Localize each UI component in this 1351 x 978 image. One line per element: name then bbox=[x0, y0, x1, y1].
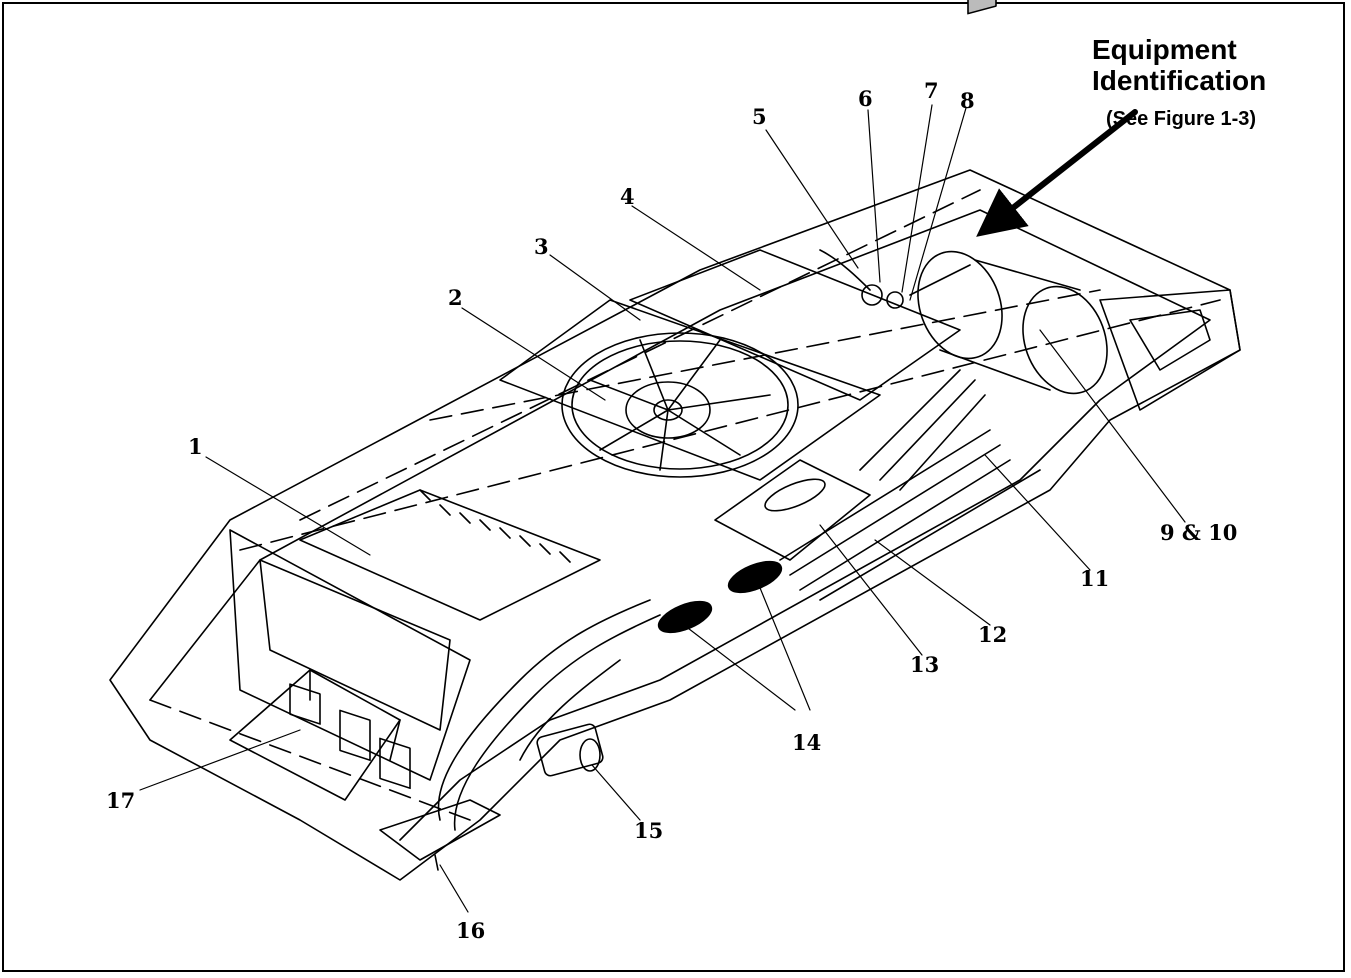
cylinder-9-10 bbox=[917, 250, 1003, 360]
callout-6: 6 bbox=[858, 86, 873, 111]
tubing bbox=[779, 429, 1041, 601]
callout-5: 5 bbox=[752, 104, 767, 129]
component-15-pump bbox=[536, 723, 604, 777]
fan-mount-plate bbox=[499, 299, 881, 481]
component-1-box bbox=[299, 489, 601, 621]
equipment-arrow bbox=[976, 109, 1138, 237]
callout-9-10: 9 & 10 bbox=[1160, 520, 1238, 545]
equipment-title-line2: Identification bbox=[1092, 65, 1267, 96]
dash-line-3 bbox=[149, 699, 471, 821]
callout-16: 16 bbox=[456, 918, 486, 943]
equipment-figure-ref: (See Figure 1-3) bbox=[1106, 108, 1257, 130]
equipment-identification-title: Equipment Identification bbox=[1092, 34, 1266, 96]
callout-7: 7 bbox=[924, 78, 939, 103]
component-14-oval-b bbox=[727, 560, 783, 594]
callout-1: 1 bbox=[188, 434, 203, 459]
chassis-outline bbox=[109, 169, 1241, 881]
component-13-box bbox=[714, 459, 871, 561]
equipment-title-line1: Equipment bbox=[1092, 34, 1237, 65]
callout-12: 12 bbox=[978, 622, 1008, 647]
callout-3: 3 bbox=[534, 234, 549, 259]
component-4-panel bbox=[629, 249, 961, 401]
component-17-box bbox=[229, 669, 401, 801]
callout-4: 4 bbox=[620, 184, 635, 209]
callout-8: 8 bbox=[960, 88, 975, 113]
component-16-plate bbox=[379, 799, 501, 861]
callout-15: 15 bbox=[634, 818, 664, 843]
right-bracket bbox=[1099, 289, 1241, 411]
chassis-inner-edge bbox=[149, 209, 1211, 841]
component-14-oval-a bbox=[657, 600, 713, 634]
callout-2: 2 bbox=[448, 285, 463, 310]
left-end-panel bbox=[229, 529, 471, 781]
callout-11: 11 bbox=[1080, 566, 1110, 591]
callout-17: 17 bbox=[106, 788, 136, 813]
bottom-hoses bbox=[437, 599, 661, 831]
dash-line-2 bbox=[299, 189, 981, 521]
fan-housing bbox=[561, 332, 799, 478]
dash-line-1 bbox=[239, 299, 1221, 551]
callout-13: 13 bbox=[910, 652, 940, 677]
callout-14: 14 bbox=[792, 730, 822, 755]
leader-lines bbox=[139, 104, 1186, 913]
